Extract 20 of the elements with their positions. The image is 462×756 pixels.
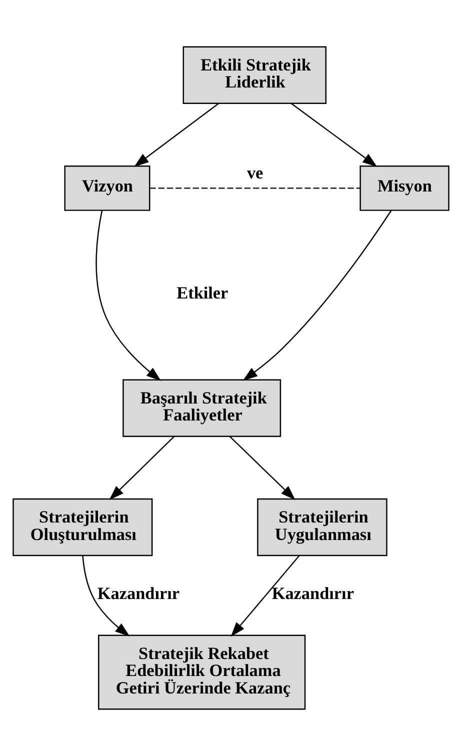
arrow <box>109 436 175 500</box>
edge-label: ve <box>246 164 264 183</box>
node-box: Stratejik Rekabet Edebilirlik Ortalama Getiri Üzerinde Kazanç <box>98 634 306 710</box>
edge-label: Kazandırır <box>97 584 180 603</box>
node-box: Misyon <box>360 165 450 211</box>
connector <box>150 188 360 189</box>
node-box: Başarılı Stratejik Faaliyetler <box>122 379 282 437</box>
arrow <box>230 555 300 637</box>
arrow <box>82 555 130 636</box>
arrow <box>242 210 392 381</box>
arrow <box>290 102 378 167</box>
arrow <box>229 436 296 500</box>
edge-label: Kazandırır <box>272 584 354 603</box>
node-box: Etkili Stratejik Liderlik <box>182 46 327 104</box>
node-box: Stratejilerin Uygulanması <box>257 498 388 556</box>
label: Etkiler <box>176 283 228 302</box>
node-box: Vizyon <box>64 165 150 211</box>
node-box: Stratejilerin Oluşturulması <box>12 498 153 556</box>
arrow <box>96 210 162 382</box>
arrow <box>134 102 219 167</box>
